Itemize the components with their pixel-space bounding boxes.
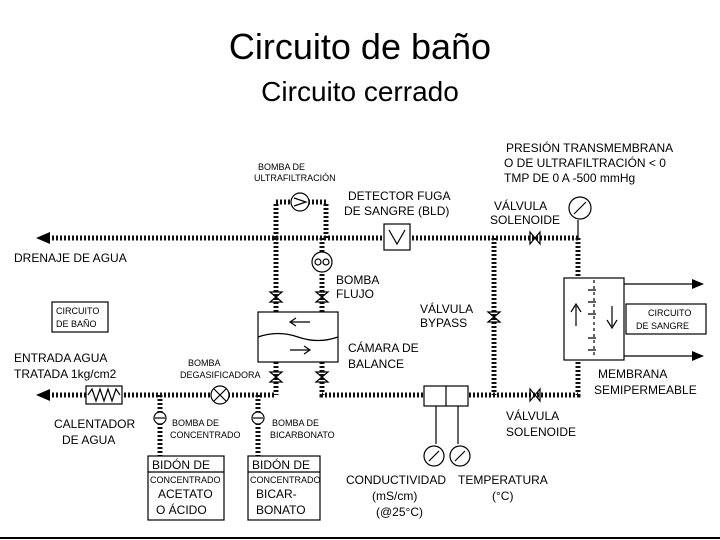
chamber-valve-right-bottom-icon xyxy=(314,371,330,383)
bath-circuit-label-2: DE BAÑO xyxy=(56,319,97,329)
solenoid-bottom-label-2: SOLENOIDE xyxy=(506,425,576,439)
conductivity-label-1: CONDUCTIVIDAD xyxy=(346,473,446,487)
concentrate-pump-icon xyxy=(153,411,167,425)
flow-pump-label-2: FLUJO xyxy=(336,287,374,301)
bicarbonate-label-3: BICAR- xyxy=(256,487,297,501)
bath-circuit-label-1: CIRCUITO xyxy=(56,306,99,316)
blood-circuit-label-1: CIRCUITO xyxy=(648,308,691,318)
entry-arrow-icon xyxy=(36,389,50,401)
chamber-label-2: BALANCE xyxy=(348,357,404,371)
bicarbonate-container xyxy=(247,455,321,521)
drain-arrow-icon xyxy=(36,232,50,244)
uf-pump-label-2: ULTRAFILTRACIÓN xyxy=(254,173,336,183)
bicarbonate-pump-label-2: BICARBONATO xyxy=(270,430,335,440)
drain-label: DRENAJE DE AGUA xyxy=(14,251,127,265)
blood-out-arrow-icon xyxy=(692,351,704,361)
blood-in-arrow-icon xyxy=(692,279,704,289)
detector-label-2: DE SANGRE (BLD) xyxy=(344,204,449,218)
chamber-valve-left-top-icon xyxy=(268,291,284,303)
pressure-gauge-icon xyxy=(568,196,592,238)
uf-pump-icon xyxy=(290,192,310,212)
blood-circuit-box xyxy=(625,303,707,335)
conductivity-label-2: (mS/cm) xyxy=(372,489,417,503)
flow-pump-label-1: BOMBA xyxy=(336,273,379,287)
solenoid-top-label-2: SOLENOIDE xyxy=(490,213,560,227)
acetate-label-1: BIDÓN DE xyxy=(152,457,210,472)
dialyzer-membrane xyxy=(563,277,625,361)
pressure-label-2: O DE ULTRAFILTRACIÓN < 0 xyxy=(504,155,666,170)
blood-circuit-label-2: DE SANGRE xyxy=(636,321,689,331)
bypass-label-2: BYPASS xyxy=(420,316,467,330)
bypass-label-1: VÁLVULA xyxy=(420,301,473,316)
bath-circuit-box xyxy=(51,301,109,333)
heater-label-2: DE AGUA xyxy=(62,433,115,447)
balance-chamber xyxy=(257,311,339,363)
uf-pump-label-1: BOMBA DE xyxy=(258,162,305,172)
flow-pump-icon xyxy=(311,251,333,273)
pressure-label-3: TMP DE 0 A -500 mmHg xyxy=(504,171,635,185)
bicarbonate-pump-icon xyxy=(251,411,265,425)
concentrate-pump-label-2: CONCENTRADO xyxy=(170,430,241,440)
page-subtitle: Circuito cerrado xyxy=(261,76,459,107)
temperature-meter-icon xyxy=(449,445,471,467)
chamber-label-1: CÁMARA DE xyxy=(348,340,419,355)
water-heater-icon xyxy=(85,385,123,405)
solenoid-valve-bottom-icon xyxy=(529,387,541,403)
chamber-valve-left-bottom-icon xyxy=(268,371,284,383)
concentrate-pump-label-1: BOMBA DE xyxy=(172,418,219,428)
membrane-label-1: MEMBRANA xyxy=(598,367,667,381)
chamber-valve-right-top-icon xyxy=(314,291,330,303)
bicarbonate-label-2: CONCENTRADO xyxy=(250,475,321,485)
membrane-label-2: SEMIPERMEABLE xyxy=(594,383,697,397)
entry-label-1: ENTRADA AGUA xyxy=(14,351,107,365)
temperature-label-2: (°C) xyxy=(492,489,513,503)
acetate-label-3: ACETATO xyxy=(158,487,213,501)
pressure-label-1: PRESIÓN TRANSMEMBRANA xyxy=(506,140,673,155)
acetate-label-2: CONCENTRADO xyxy=(150,475,221,485)
degassing-pump-icon xyxy=(210,385,230,405)
bypass-valve-icon xyxy=(486,311,502,323)
heater-label-1: CALENTADOR xyxy=(54,417,135,431)
entry-label-2: TRATADA 1kg/cm2 xyxy=(14,367,117,381)
blood-leak-detector-icon xyxy=(383,223,411,251)
bicarbonate-pump-label-1: BOMBA DE xyxy=(272,418,319,428)
solenoid-valve-top-icon xyxy=(529,230,541,246)
sensor-block xyxy=(423,385,469,444)
acetate-label-4: O ÁCIDO xyxy=(156,502,207,517)
bicarbonate-label-4: BONATO xyxy=(256,503,306,517)
page-title: Circuito de baño xyxy=(228,26,492,67)
degassing-label-2: DEGASIFICADORA xyxy=(180,370,261,380)
degassing-label-1: BOMBA xyxy=(188,358,221,368)
bicarbonate-label-1: BIDÓN DE xyxy=(252,457,310,472)
acetate-container xyxy=(147,455,225,521)
solenoid-bottom-label-1: VÁLVULA xyxy=(506,408,559,423)
detector-label-1: DETECTOR FUGA xyxy=(348,189,450,203)
temperature-label-1: TEMPERATURA xyxy=(458,473,548,487)
conductivity-label-3: (@25°C) xyxy=(376,505,423,519)
solenoid-top-label-1: VÁLVULA xyxy=(494,198,547,213)
conductivity-meter-icon xyxy=(423,445,445,467)
